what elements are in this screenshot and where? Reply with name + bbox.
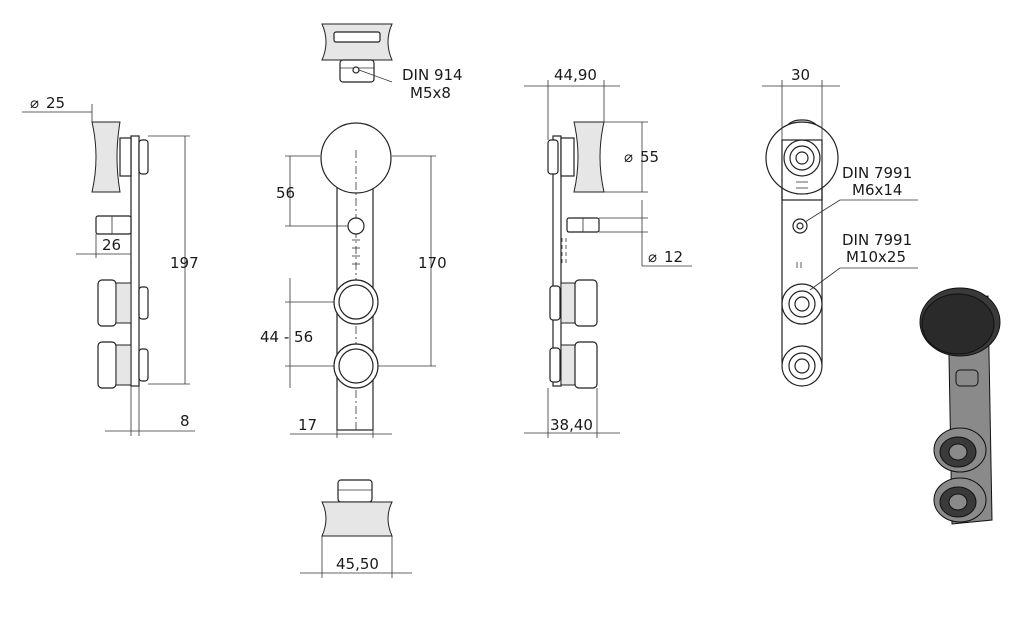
bottom-hub (337, 479, 373, 503)
diameter-icon: ⌀ (624, 148, 633, 166)
dim-side-height: 197 (170, 254, 199, 272)
dim-section-base: 38,40 (550, 416, 593, 434)
side-plate (130, 135, 140, 387)
dim-bottom-width: 45,50 (336, 555, 379, 573)
top-label-line2: M5x8 (410, 84, 451, 102)
section-disc (573, 121, 605, 193)
side-roller-2-cap (138, 348, 149, 382)
top-label-line1: DIN 914 (402, 66, 463, 84)
section-roller-2 (574, 341, 598, 389)
diameter-icon: ⌀ (30, 94, 39, 112)
back-screw2-line2: M10x25 (846, 248, 906, 266)
dim-side-plate: 8 (180, 412, 190, 430)
side-pin (95, 215, 132, 235)
dim-front-spacing: 56 (276, 184, 295, 202)
side-roller-2-hub (115, 344, 132, 386)
front-slot (352, 239, 360, 265)
top-screw (352, 66, 360, 74)
bottom-wheel (321, 501, 393, 537)
render-pin (955, 369, 979, 387)
dim-front-width: 17 (298, 416, 317, 434)
side-top-cap (138, 139, 149, 175)
bottom-detail-view: 45,50 (300, 479, 412, 578)
side-roller-1-hub (115, 282, 132, 324)
side-roller-1-left (97, 279, 117, 327)
front-pin-hole (347, 217, 365, 235)
isometric-render (919, 287, 1001, 525)
dim-section-pin: 12 (664, 248, 683, 266)
dim-section-depth: 44,90 (554, 66, 597, 84)
back-screw2-line1: DIN 7991 (842, 231, 912, 249)
side-roller-2-left (97, 341, 117, 389)
back-screw1-line2: M6x14 (852, 181, 902, 199)
dim-front-adjust: 44 - 56 (260, 328, 313, 346)
back-view: 30 DIN 7991 M6x14 DIN 7991 M10x25 (762, 66, 918, 387)
side-view: ⌀ 25 26 197 8 (22, 94, 199, 436)
side-roller-1-cap (138, 286, 149, 320)
back-screw1-line1: DIN 7991 (842, 164, 912, 182)
top-detail-view: DIN 914 M5x8 (321, 23, 463, 102)
side-top-wheel (91, 121, 121, 193)
dim-back-width: 30 (791, 66, 810, 84)
dim-side-pin: 26 (102, 236, 121, 254)
dim-front-length: 170 (418, 254, 447, 272)
section-plate (552, 135, 562, 387)
dim-section-disc: 55 (640, 148, 659, 166)
side-top-hub (119, 137, 132, 177)
diameter-icon: ⌀ (648, 248, 657, 266)
section-view: 44,90 ⌀ 55 ⌀ 12 38,40 (524, 66, 692, 438)
section-roller-1 (574, 279, 598, 327)
dim-side-wheel-dia: 25 (46, 94, 65, 112)
front-view: 56 170 44 - 56 17 (260, 122, 447, 438)
